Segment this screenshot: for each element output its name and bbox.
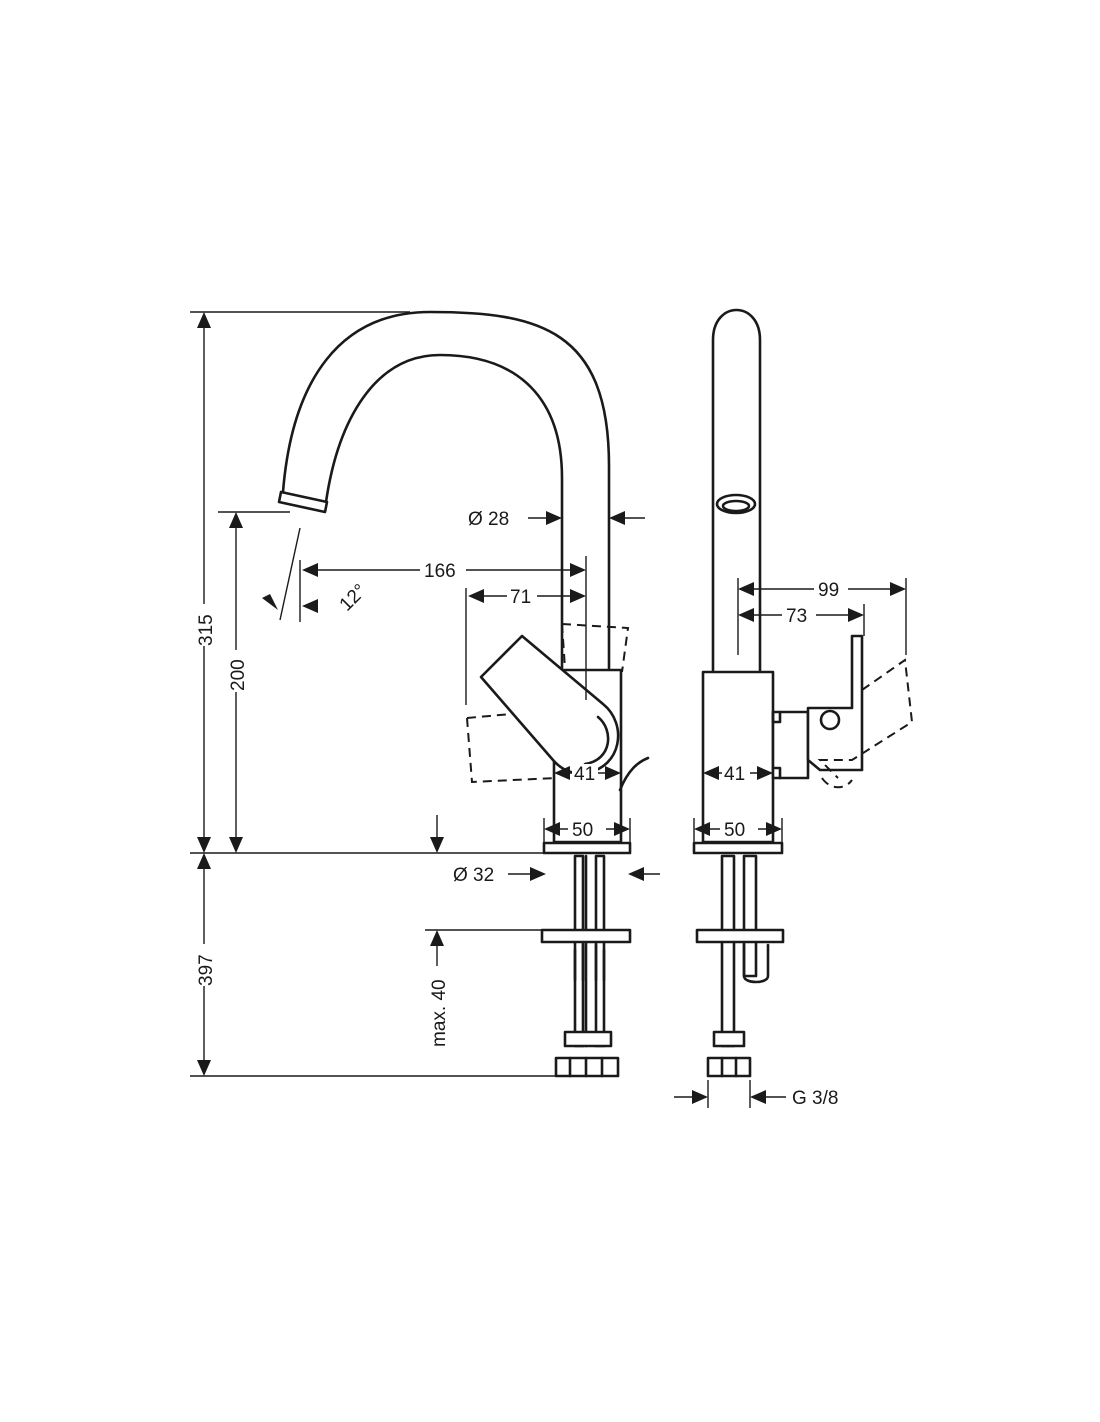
aerator xyxy=(277,490,329,514)
arrow-73-r xyxy=(848,608,864,622)
arrow-max40-top xyxy=(430,930,444,946)
lever-inner xyxy=(583,715,610,766)
arrow-32-left xyxy=(530,867,546,881)
label-41-side: 41 xyxy=(724,764,745,785)
label-50-front: 50 xyxy=(572,820,593,841)
arrow-166-right xyxy=(570,563,586,577)
arrow-73-l xyxy=(738,608,754,622)
mounting-plate-side xyxy=(695,928,785,944)
label-315: 315 xyxy=(196,614,217,646)
base-flange xyxy=(542,841,632,855)
popup-rod xyxy=(618,756,650,792)
front-view xyxy=(277,310,650,1078)
arrow-315-bottom xyxy=(197,837,211,853)
arrow-71-left xyxy=(468,589,484,603)
side-aerator-inner xyxy=(721,499,751,513)
label-99: 99 xyxy=(818,580,839,601)
label-71: 71 xyxy=(510,587,531,608)
arrow-315-top xyxy=(197,312,211,328)
arrow-32-right xyxy=(628,867,644,881)
connector-hex-side xyxy=(720,1056,738,1078)
arrowheads xyxy=(197,312,906,1104)
label-max40: max. 40 xyxy=(429,979,450,1047)
arrow-41-front-r xyxy=(605,766,621,780)
arrow-50-front-l xyxy=(544,822,560,836)
label-397: 397 xyxy=(196,954,217,986)
side-cartridge-notch xyxy=(771,710,782,780)
mounting-plate-front xyxy=(540,928,632,944)
side-hose-loop xyxy=(742,943,770,984)
side-lever-ghost xyxy=(817,658,914,779)
lever-ghost-up xyxy=(561,623,630,673)
side-spout xyxy=(711,308,762,672)
arrow-200-top xyxy=(229,512,243,528)
lever xyxy=(479,634,620,775)
label-g38: G 3/8 xyxy=(792,1088,838,1109)
arrow-41-side-l xyxy=(703,766,719,780)
arrow-28-left xyxy=(546,511,562,525)
label-41-front: 41 xyxy=(574,764,595,785)
connector-side-upper xyxy=(712,1030,746,1048)
side-lever-ghost2 xyxy=(821,777,853,789)
connector-side-lower xyxy=(706,1056,752,1078)
label-diameter-28: Ø 28 xyxy=(468,509,509,530)
side-body xyxy=(701,670,775,844)
arrow-g38-r xyxy=(750,1090,766,1104)
spout-inner-curve xyxy=(324,353,564,670)
label-12-degrees: 12° xyxy=(336,580,371,615)
connector-hex-front xyxy=(568,1056,604,1078)
arrow-166-left xyxy=(302,563,318,577)
spout-outer-curve xyxy=(281,310,611,670)
arrow-71-right xyxy=(570,589,586,603)
side-lever-screw xyxy=(819,709,841,731)
arrow-g38-l xyxy=(692,1090,708,1104)
hose-loops-front xyxy=(573,943,606,982)
ext-12-a xyxy=(279,527,301,621)
arrow-397-bottom xyxy=(197,1060,211,1076)
arrow-50-side-r xyxy=(766,822,782,836)
connector-front-upper xyxy=(563,1030,613,1048)
label-50-side: 50 xyxy=(724,820,745,841)
side-lever xyxy=(806,634,864,772)
label-166: 166 xyxy=(424,561,456,582)
side-cartridge xyxy=(771,710,810,780)
lever-ghost-down xyxy=(466,709,557,784)
side-rod xyxy=(720,854,736,1048)
dimension-labels: 315 200 397 max. 40 Ø 28 166 71 12° 41 5… xyxy=(194,509,848,1109)
arrow-12-b xyxy=(302,599,318,613)
arrow-397-top xyxy=(197,853,211,869)
label-200: 200 xyxy=(228,659,249,691)
arrow-deck-down xyxy=(430,837,444,853)
side-base-flange xyxy=(692,841,784,855)
arrow-50-front-r xyxy=(614,822,630,836)
side-view xyxy=(692,308,914,1078)
label-73: 73 xyxy=(786,606,807,627)
label-diameter-32: Ø 32 xyxy=(453,865,494,886)
arrow-28-right xyxy=(609,511,625,525)
arrow-200-bottom xyxy=(229,837,243,853)
side-hose xyxy=(742,854,758,978)
arrow-99-l xyxy=(738,582,754,596)
arrow-41-side-r xyxy=(757,766,773,780)
arrow-50-side-l xyxy=(694,822,710,836)
arrow-99-r xyxy=(890,582,906,596)
arrow-41-front-l xyxy=(554,766,570,780)
arrow-12-a xyxy=(262,594,278,610)
